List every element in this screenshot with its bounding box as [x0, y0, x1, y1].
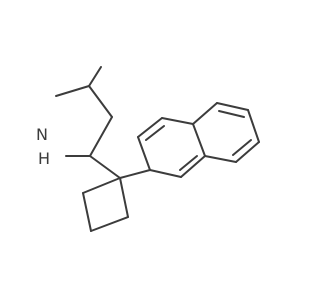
bond-quaternary-naphthyl	[119, 169, 151, 179]
bond-cyclobutane-3	[90, 216, 129, 232]
amine-n-label: N	[36, 125, 48, 144]
bond-naph-b1	[192, 102, 218, 125]
bond-methyl-left	[55, 85, 90, 97]
bond-naph-b2-double	[218, 110, 245, 118]
bond-naph-a6	[149, 169, 182, 178]
bond-naph-a5-double	[179, 155, 198, 171]
bond-naph-a3	[161, 117, 194, 125]
bond-ch2-ch	[89, 116, 113, 157]
bond-ch-ch2	[88, 85, 113, 118]
molecule-structure: H N	[36, 66, 260, 232]
bond-naph-b5	[204, 155, 237, 163]
bond-cyclobutane-4	[119, 177, 129, 218]
bond-naph-b4	[235, 141, 260, 163]
bond-cyclobutane-1	[82, 177, 121, 194]
bond-methyl-top	[88, 66, 102, 87]
bond-naph-b2	[216, 102, 249, 111]
amine-h-label: H	[38, 149, 50, 168]
bond-naph-a2-double	[145, 125, 165, 141]
structure-canvas: H N	[36, 66, 260, 232]
bond-naph-b4-double	[232, 139, 252, 156]
bond-naph-a5	[180, 155, 206, 178]
bond-naph-a1	[137, 136, 151, 171]
bond-naph-a2	[137, 117, 163, 138]
bond-naph-b3	[247, 109, 260, 143]
bond-cyclobutane-2	[82, 192, 92, 232]
bond-naph-fused	[192, 123, 206, 157]
bond-ch-quaternary	[89, 155, 121, 179]
